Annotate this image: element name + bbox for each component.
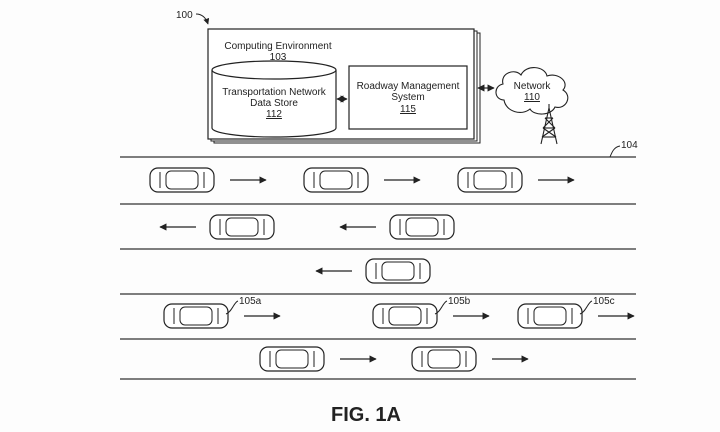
figure-ref-arrow <box>195 13 210 25</box>
computing-environment-label: Computing Environment <box>224 41 331 52</box>
vehicle-roof <box>473 170 507 190</box>
vehicle: 105b <box>372 296 490 329</box>
vehicle-roof <box>165 170 199 190</box>
data-store-label-line2: Data Store <box>250 98 298 109</box>
data-store-label-line1: Transportation Network <box>222 87 327 98</box>
vehicle-roof <box>275 349 309 369</box>
figure-caption: FIG. 1A <box>331 404 401 426</box>
computing-environment-number: 103 <box>270 52 287 63</box>
vehicle <box>411 346 529 372</box>
vehicle-label-leader <box>579 300 593 315</box>
vehicle <box>259 346 377 372</box>
vehicle-roof <box>388 306 422 326</box>
roadway-management-system: Roadway Management System 115 <box>348 65 468 130</box>
network-number: 110 <box>524 92 540 103</box>
network-cloud: Network 110 <box>495 67 569 115</box>
vehicle <box>149 167 267 193</box>
vehicle-roof <box>225 217 259 237</box>
vehicle <box>339 214 455 240</box>
roadway-leader-line <box>609 145 621 158</box>
vehicle-label-leader <box>225 300 239 315</box>
rms-number: 115 <box>400 104 416 115</box>
figure-ref-label: 100 <box>176 10 193 21</box>
vehicle-roof <box>319 170 353 190</box>
vehicle-roof <box>179 306 213 326</box>
vehicle: 105a <box>163 296 281 329</box>
vehicle-label-leader <box>434 300 448 315</box>
vehicle <box>457 167 575 193</box>
data-store-number: 112 <box>266 109 282 120</box>
vehicle-label: 105c <box>593 296 615 307</box>
vehicle-roof <box>533 306 567 326</box>
roadway-number: 104 <box>621 140 638 151</box>
data-store-cylinder: Transportation Network Data Store 112 <box>211 60 337 138</box>
vehicle <box>315 258 431 284</box>
rms-label-line1: Roadway Management <box>357 81 460 92</box>
roadway-lines <box>120 156 636 380</box>
vehicles-layer: 105a 105b 105c <box>149 167 635 372</box>
vehicle-label: 105b <box>448 296 471 307</box>
network-label: Network <box>514 81 552 92</box>
rms-label-line2: System <box>391 92 424 103</box>
vehicle-roof <box>427 349 461 369</box>
vehicle-roof <box>381 261 415 281</box>
vehicle-label: 105a <box>239 296 262 307</box>
vehicle: 105c <box>517 296 635 329</box>
antenna-tower-icon <box>540 104 558 145</box>
vehicle <box>159 214 275 240</box>
vehicle-roof <box>405 217 439 237</box>
vehicle <box>303 167 421 193</box>
